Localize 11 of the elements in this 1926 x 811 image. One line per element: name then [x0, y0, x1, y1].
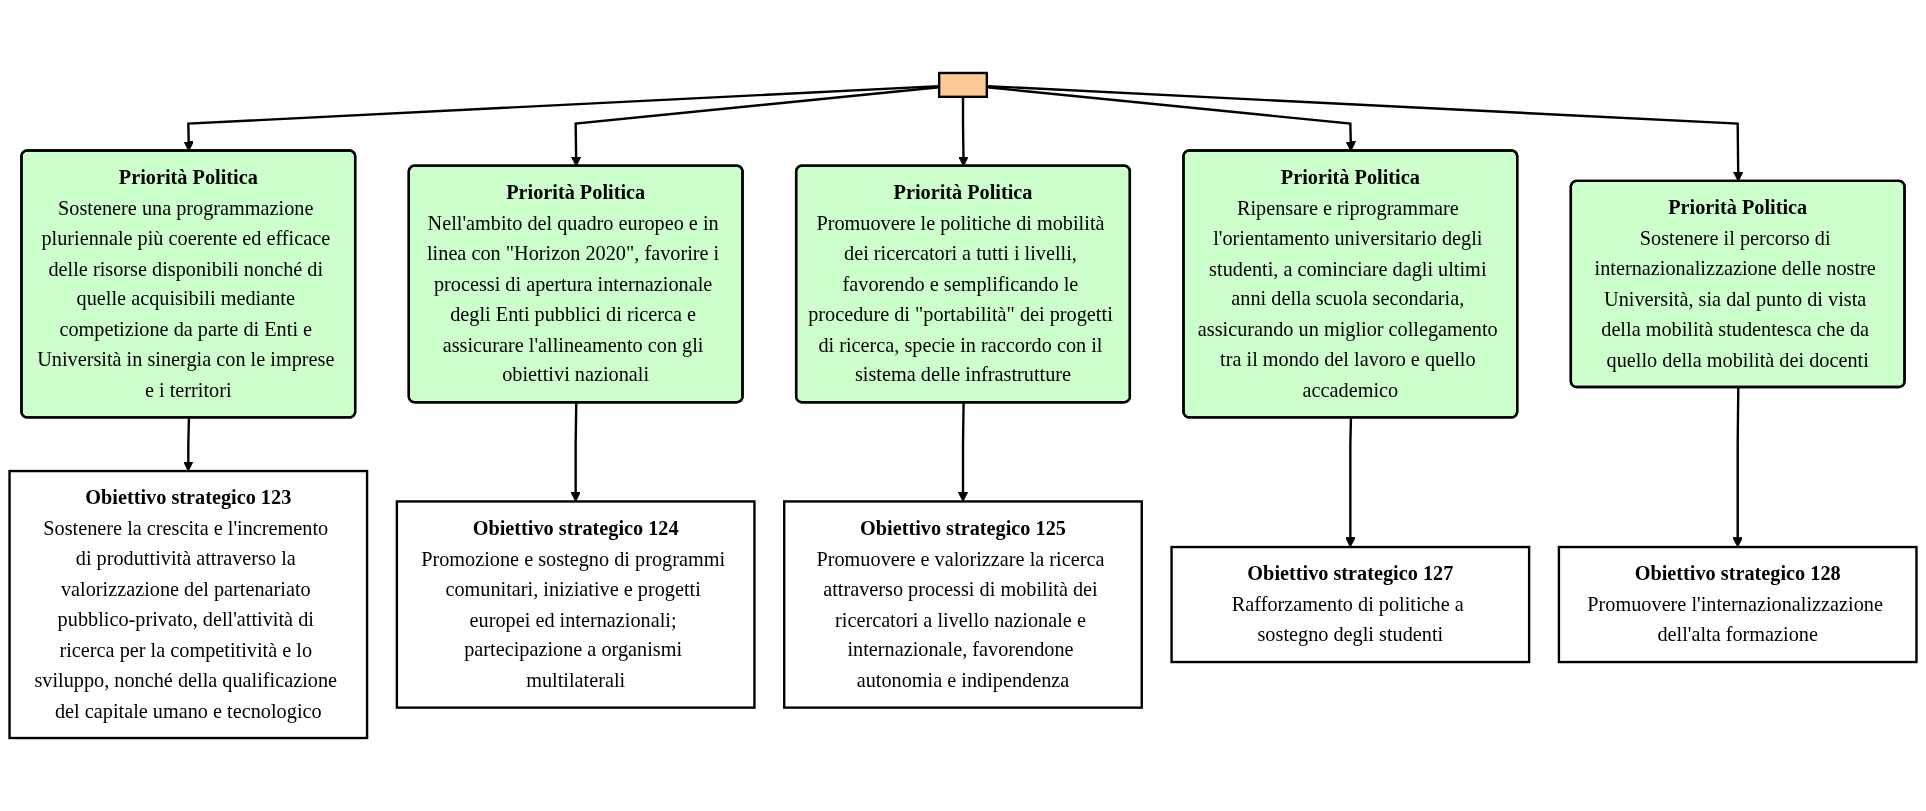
arrow: [1345, 418, 1356, 548]
node-box: Obiettivo strategico 128 Promuovere l'internazionalizzazione dell'alta formazione: [1557, 545, 1918, 664]
arrow: [183, 418, 194, 472]
arrow: [957, 402, 969, 502]
arrow: [1732, 387, 1743, 548]
node-box: [937, 71, 989, 98]
node-box: Obiettivo strategico 124 Promozione e sostegno di programmi comunitari, iniziative e progetti europei ed internazionali; partecipazione a organismi multilaterali: [395, 500, 756, 709]
node-box: Obiettivo strategico 123 Sostenere la crescita e l'incremento di produttività attraverso la valorizzazione del partenariato pubblico-privato, dell'attività di ricerca per la competitività e lo sviluppo, nonché della qualificazione del capitale umano e tecnologico: [8, 469, 369, 740]
node-box: Obiettivo strategico 127 Rafforzamento di politiche a sostegno degli studenti: [1170, 545, 1531, 664]
arrow: [570, 402, 581, 502]
node-box: Obiettivo strategico 125 Promuovere e valorizzare la ricerca attraverso processi di mobilità dei ricercatori a livello nazionale e internazionale, favorendone autonomia e indipendenza: [783, 500, 1143, 709]
